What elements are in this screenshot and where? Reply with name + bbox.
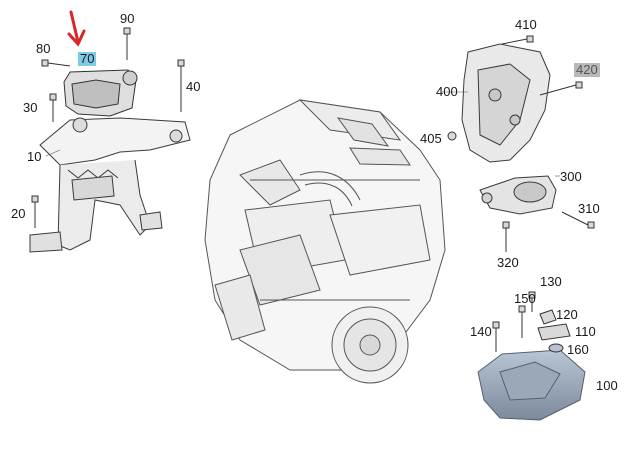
bolt-90[interactable] (123, 27, 131, 60)
bolt-310[interactable] (561, 211, 595, 229)
callout-70-selected[interactable]: 70 (78, 51, 97, 66)
callout-400[interactable]: 400 (436, 84, 458, 99)
callout-310[interactable]: 310 (578, 201, 600, 216)
bolt-150[interactable] (518, 305, 526, 338)
bolt-320[interactable] (502, 221, 510, 252)
bolt-410[interactable] (501, 35, 534, 45)
bolt-30[interactable] (49, 93, 57, 122)
bolt-20[interactable] (31, 195, 39, 228)
callout-140[interactable]: 140 (470, 324, 492, 339)
callout-160[interactable]: 160 (567, 342, 589, 357)
callout-20[interactable]: 20 (11, 206, 26, 221)
transmission-mount-300[interactable] (479, 175, 557, 215)
callout-420[interactable]: 420 (574, 62, 600, 77)
callout-90[interactable]: 90 (120, 11, 135, 26)
cover-plate-100[interactable] (477, 349, 586, 421)
bolt-420[interactable] (539, 81, 583, 96)
callout-30[interactable]: 30 (23, 100, 38, 115)
part-70-engine-mount[interactable] (63, 69, 138, 117)
clip-120[interactable] (539, 309, 557, 325)
callout-110[interactable]: 110 (575, 324, 596, 339)
callout-80[interactable]: 80 (36, 41, 51, 56)
callout-100[interactable]: 100 (596, 378, 618, 393)
bolt-40[interactable] (177, 59, 185, 112)
bracket-110[interactable] (537, 323, 571, 341)
red-arrow-icon (67, 10, 86, 47)
transmission-bracket-400[interactable] (461, 43, 551, 163)
callout-410[interactable]: 410 (515, 17, 537, 32)
callout-320[interactable]: 320 (497, 255, 519, 270)
plug-160[interactable] (548, 343, 564, 353)
bolt-140[interactable] (492, 321, 500, 352)
bolt-80[interactable] (41, 59, 71, 67)
callout-150[interactable]: 150 (514, 291, 536, 306)
callout-405[interactable]: 405 (420, 131, 442, 146)
nut-405[interactable] (447, 131, 457, 141)
callout-10[interactable]: 10 (27, 149, 42, 164)
engine-assembly (204, 99, 446, 384)
callout-40[interactable]: 40 (186, 79, 201, 94)
leader-lines (45, 91, 560, 177)
bolt-130[interactable] (528, 291, 536, 312)
callout-120[interactable]: 120 (556, 307, 578, 322)
callout-130[interactable]: 130 (540, 274, 562, 289)
callout-300[interactable]: 300 (560, 169, 582, 184)
engine-mount-bracket[interactable] (29, 117, 191, 253)
